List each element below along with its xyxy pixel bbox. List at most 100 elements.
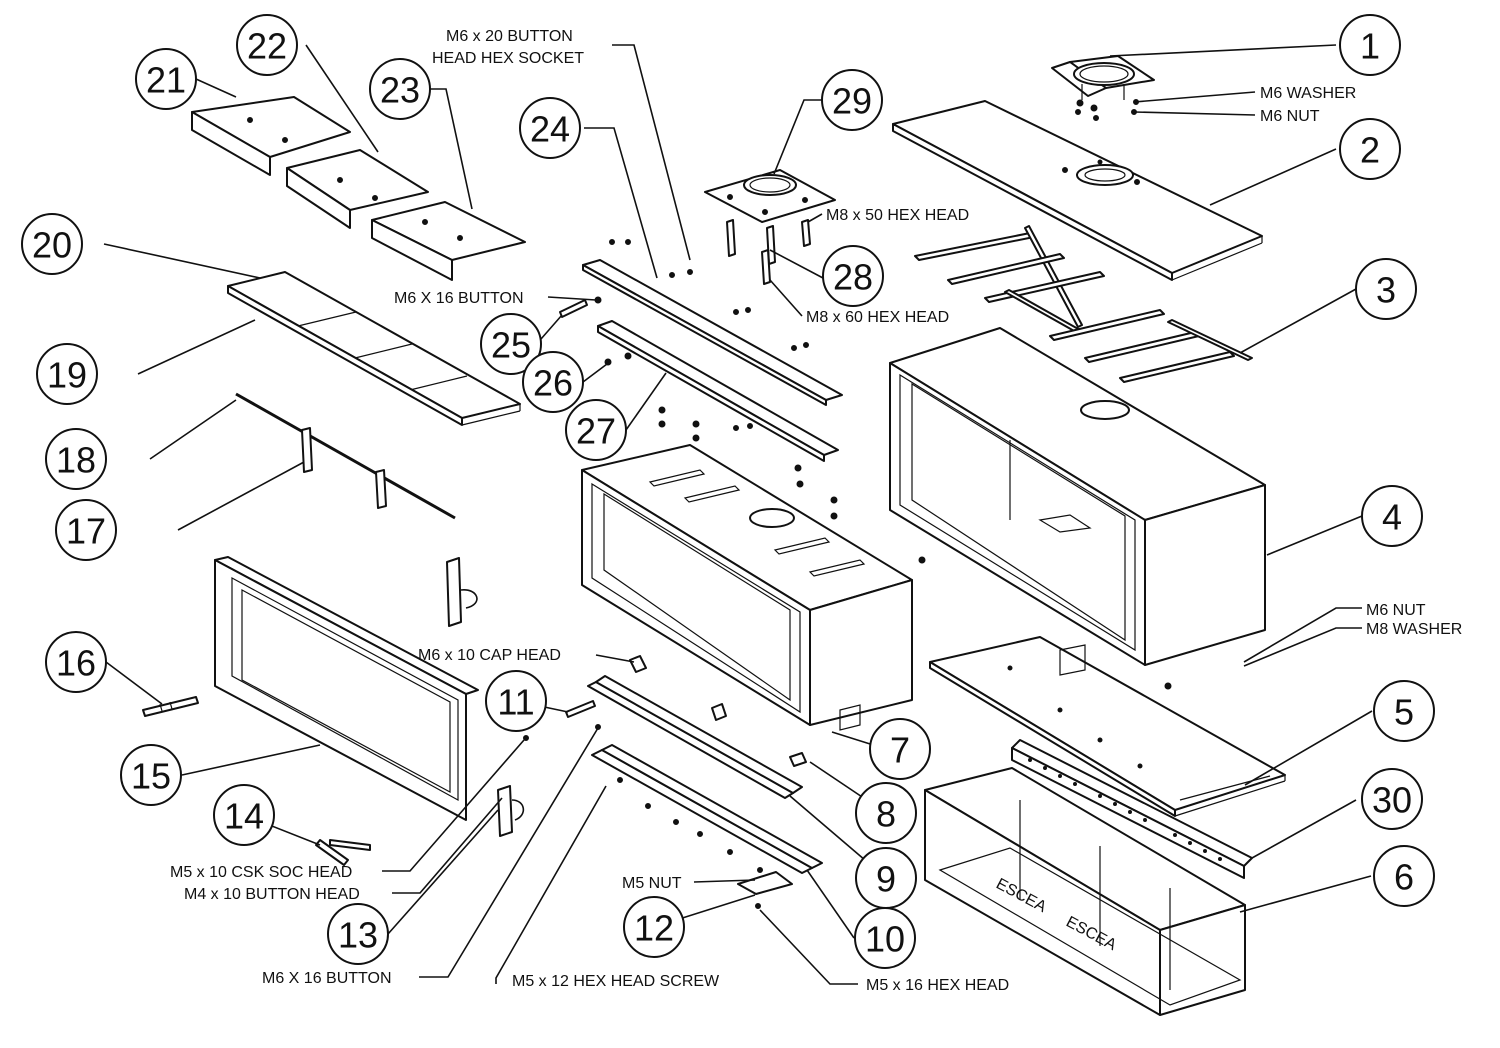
- svg-text:12: 12: [634, 908, 674, 949]
- callout-12: 12: [623, 896, 685, 958]
- leader-19: [137, 319, 256, 375]
- svg-text:3: 3: [1376, 270, 1396, 311]
- part-2-top-plate: [892, 100, 1263, 281]
- svg-text:28: 28: [833, 257, 873, 298]
- label-m6-washer-top: M6 WASHER: [1260, 85, 1356, 102]
- callout-15: 15: [120, 744, 182, 806]
- part-21-baffle-cover: [191, 96, 351, 176]
- part-27-middle-rail: [597, 320, 839, 520]
- callout-6: 6: [1373, 845, 1435, 907]
- svg-text:29: 29: [832, 81, 872, 122]
- leader-m6-nut-top: [1133, 111, 1256, 116]
- callout-4: 4: [1361, 485, 1423, 547]
- leader-23: [430, 88, 473, 210]
- part-12-small-plate: [737, 871, 793, 909]
- part-30-perforated-bracket: [1011, 739, 1253, 879]
- leader-m5x10-csk: [382, 739, 525, 872]
- callouts: 1 2 3 4 5 6 7 8 9 10 11 12 13 14 15 16 1…: [21, 14, 1435, 969]
- callout-18: 18: [45, 428, 107, 490]
- label-m5-nut: M5 NUT: [622, 875, 682, 892]
- callout-16: 16: [45, 631, 107, 693]
- svg-text:6: 6: [1394, 857, 1414, 898]
- svg-text:17: 17: [66, 511, 106, 552]
- callout-1: 1: [1339, 14, 1401, 76]
- svg-text:1: 1: [1360, 26, 1380, 67]
- leader-25: [540, 314, 563, 340]
- leader-m5-nut: [693, 879, 756, 883]
- callout-30: 30: [1361, 768, 1423, 830]
- leader-4: [1266, 515, 1363, 556]
- svg-text:21: 21: [146, 60, 186, 101]
- part-9-lower-rail: [587, 655, 803, 799]
- leader-26: [582, 363, 608, 383]
- leader-m6x10-cap: [595, 654, 635, 663]
- leader-m8x60: [769, 279, 803, 317]
- part-7-inner-firebox: [581, 444, 913, 731]
- leader-20: [103, 243, 261, 279]
- svg-text:26: 26: [533, 363, 573, 404]
- callout-20: 20: [21, 213, 83, 275]
- leader-6: [1239, 875, 1372, 913]
- part-25-button-screw: [559, 296, 602, 318]
- part-10-bottom-rail: [591, 744, 823, 874]
- svg-text:25: 25: [491, 325, 531, 366]
- callout-29: 29: [821, 69, 883, 131]
- part-4-outer-box: [889, 327, 1266, 690]
- leader-13: [387, 809, 499, 935]
- part-1-flue-collar-plate: [1051, 55, 1155, 121]
- part-5-base-tray: [929, 636, 1286, 817]
- leader-3: [1239, 288, 1357, 354]
- leader-m6x16-top: [547, 296, 597, 301]
- leader-m6-washer-top: [1133, 91, 1256, 103]
- label-m5x10-csk-soc-head: M5 x 10 CSK SOC HEAD: [170, 864, 352, 881]
- callout-17: 17: [55, 499, 117, 561]
- callout-28: 28: [822, 245, 884, 307]
- svg-text:2: 2: [1360, 130, 1380, 171]
- leader-2: [1209, 148, 1337, 206]
- part-22-baffle-cover: [286, 149, 429, 229]
- leader-21: [195, 78, 237, 98]
- leader-24: [584, 127, 658, 279]
- svg-text:20: 20: [32, 225, 72, 266]
- leader-30: [1251, 799, 1357, 859]
- part-23-baffle-cover: [371, 201, 526, 281]
- leader-22: [305, 44, 379, 153]
- leader-5: [1244, 710, 1373, 786]
- label-m5x16-hex-head: M5 x 16 HEX HEAD: [866, 977, 1009, 994]
- callout-24: 24: [519, 97, 581, 159]
- callout-10: 10: [854, 907, 916, 969]
- callout-8: 8: [855, 782, 917, 844]
- part-14-door-tool: [315, 839, 371, 866]
- leader-lines: [103, 44, 1373, 985]
- callout-27: 27: [565, 399, 627, 461]
- callout-25: 25: [480, 313, 542, 375]
- part-18-rod: [235, 392, 456, 520]
- leader-16: [105, 661, 163, 705]
- part-13-hinge-bracket: [497, 735, 529, 837]
- svg-text:14: 14: [224, 796, 264, 837]
- svg-text:18: 18: [56, 440, 96, 481]
- part-26-washer: [604, 352, 632, 366]
- callout-13: 13: [327, 903, 389, 965]
- callout-9: 9: [855, 847, 917, 909]
- svg-text:4: 4: [1382, 497, 1402, 538]
- part-29-flue-spigot-plate: [704, 169, 836, 223]
- svg-text:27: 27: [576, 411, 616, 452]
- hardware-labels: M6 x 20 BUTTON HEAD HEX SOCKET M6 WASHER…: [170, 28, 1462, 994]
- callout-26: 26: [522, 351, 584, 413]
- callout-7: 7: [869, 718, 931, 780]
- leader-m6-nut-right: [1243, 607, 1362, 663]
- label-m6x10-cap-head: M6 x 10 CAP HEAD: [418, 647, 561, 664]
- leader-10: [806, 869, 855, 939]
- leader-m8-washer-right: [1243, 627, 1362, 667]
- leader-m5x16: [759, 909, 858, 985]
- callout-21: 21: [135, 48, 197, 110]
- part-17-clip: [301, 427, 387, 509]
- part-24-upper-rail: [582, 239, 843, 406]
- label-m6x16-button-bottom: M6 X 16 BUTTON: [262, 970, 392, 987]
- svg-text:19: 19: [47, 355, 87, 396]
- part-16-threaded-rod: [142, 696, 199, 717]
- svg-text:15: 15: [131, 756, 171, 797]
- part-11-pin: [565, 700, 601, 730]
